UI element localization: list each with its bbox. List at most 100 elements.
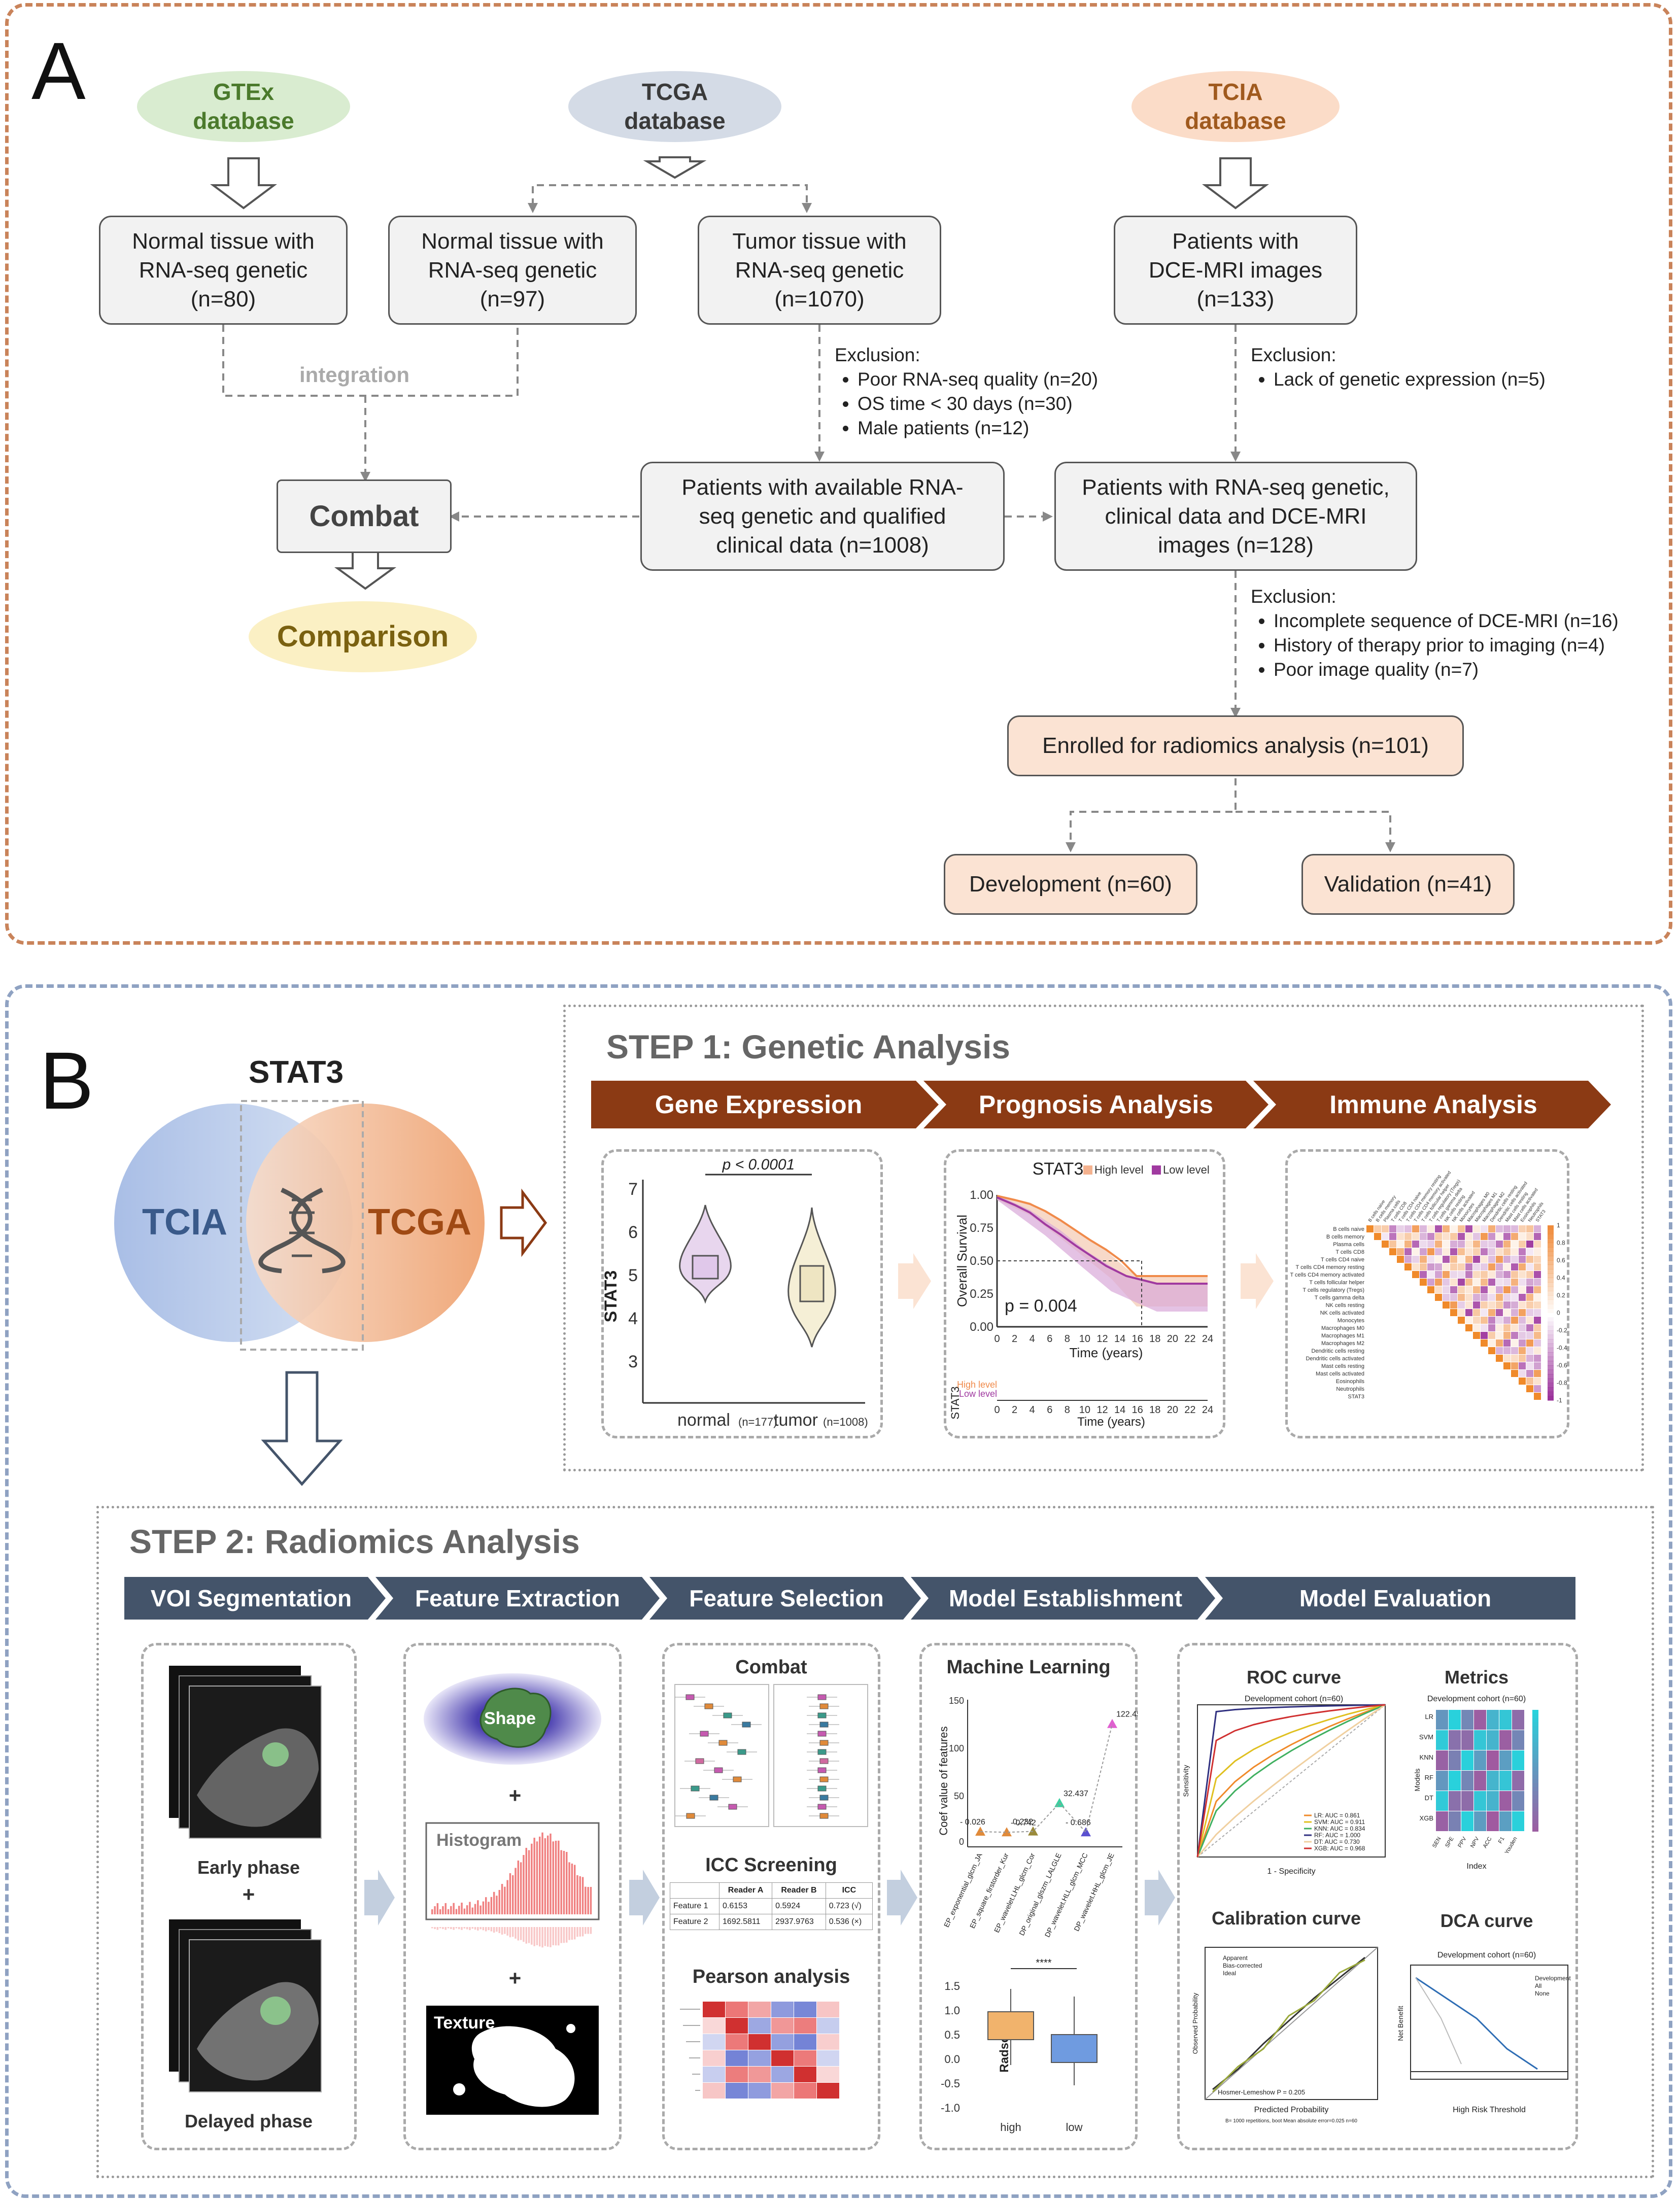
histogram-bar: [450, 1906, 452, 1914]
metrics-cell: [1487, 1791, 1499, 1811]
histogram-bar: [444, 1903, 447, 1914]
metrics-scale-step: [1532, 1824, 1538, 1828]
dca-development: [1415, 1977, 1538, 2070]
corr-scale-step: [1548, 1391, 1554, 1396]
corr-cell: [1503, 1301, 1511, 1309]
corr-cell: [1526, 1355, 1533, 1362]
km-ylabel: Overall Survival: [954, 1215, 970, 1307]
km-ytick: 0.50: [970, 1254, 993, 1268]
corr-cell: [1397, 1241, 1404, 1248]
metrics-scale-step: [1532, 1819, 1538, 1824]
radscore-ytick: 1.0: [944, 2004, 960, 2017]
combat-box: [819, 1776, 829, 1782]
metrics-scale-step: [1532, 1787, 1538, 1791]
corr-cell: [1488, 1233, 1495, 1240]
corr-row-label: T cells gamma delta: [1315, 1295, 1365, 1301]
corr-cell: [1435, 1271, 1442, 1278]
histogram-bar: [523, 1855, 525, 1914]
combat-box: [819, 1722, 829, 1728]
roc-subtitle: Development cohort (n=60): [1245, 1695, 1343, 1703]
corr-cell: [1519, 1279, 1526, 1286]
panel-a-frame: [5, 3, 1672, 945]
histogram-bar: [552, 1841, 554, 1914]
corr-cell: [1488, 1347, 1495, 1354]
exclusion-tcga-title: Exclusion:: [835, 345, 920, 365]
corr-cell: [1443, 1241, 1450, 1248]
pearson-cell: [794, 2034, 816, 2050]
histogram-reflection: [520, 1927, 522, 1940]
violin-ytick: 7: [628, 1180, 638, 1199]
corr-cell: [1450, 1279, 1457, 1286]
histogram-bar: [477, 1900, 479, 1914]
corr-cell: [1519, 1263, 1526, 1270]
corr-scale-step: [1548, 1321, 1554, 1326]
km-xlabel: Time (years): [1070, 1345, 1143, 1360]
ml-coef-line: [980, 1724, 1113, 1834]
metrics-row-label: KNN: [1420, 1753, 1433, 1761]
km-xtick: 14: [1114, 1333, 1125, 1345]
km-frame: [944, 1149, 1225, 1438]
corr-cell: [1488, 1332, 1495, 1339]
metrics-scale-step: [1532, 1738, 1538, 1742]
combat-boxplots: [674, 1684, 868, 1827]
corr-cell: [1503, 1339, 1511, 1347]
corr-cell: [1412, 1256, 1419, 1263]
metrics-cell: [1487, 1710, 1499, 1730]
histogram-reflection: [501, 1927, 503, 1935]
icc-cell: 0.6153: [719, 1898, 773, 1914]
corr-cell: [1503, 1355, 1511, 1362]
metrics-cell: [1449, 1730, 1461, 1750]
corr-cell: [1534, 1355, 1541, 1362]
metrics-cell: [1512, 1750, 1524, 1770]
metrics-cell: [1436, 1730, 1448, 1750]
pearson-cell: [748, 2002, 771, 2017]
ml-coef-label: - 0.026: [960, 1818, 985, 1827]
corr-cell: [1450, 1271, 1457, 1278]
metrics-scale-step: [1532, 1803, 1538, 1807]
metrics-cell: [1487, 1811, 1499, 1831]
violin-ytick: 3: [628, 1352, 638, 1371]
histogram-bar: [442, 1906, 444, 1914]
histogram-reflection: [477, 1927, 479, 1931]
shape-label: Shape: [484, 1709, 536, 1728]
corr-cell: [1443, 1248, 1450, 1255]
corr-cell: [1473, 1317, 1480, 1324]
violin-group-normal: normal: [677, 1411, 730, 1430]
combat-title: Combat: [735, 1657, 807, 1678]
metrics-scale-step: [1532, 1795, 1538, 1799]
roc-curve: [1196, 1704, 1386, 1858]
corr-cell: [1496, 1355, 1503, 1362]
corr-cell: [1511, 1294, 1518, 1301]
km-xtick: 12: [1096, 1333, 1108, 1345]
corr-cell: [1511, 1286, 1518, 1293]
corr-cell: [1389, 1241, 1396, 1248]
histogram-reflection: [590, 1927, 592, 1934]
corr-cell: [1465, 1256, 1472, 1263]
corr-scale-step: [1548, 1339, 1554, 1344]
ml-coef-label: 32.437: [1064, 1790, 1088, 1798]
combat-box: [817, 1731, 827, 1737]
corr-cell: [1397, 1233, 1404, 1240]
corr-row-label: NK cells resting: [1326, 1302, 1364, 1309]
corr-cell: [1427, 1286, 1434, 1293]
corr-row-label: STAT3: [1348, 1394, 1364, 1400]
ml-ytick: 0: [959, 1837, 964, 1847]
corr-scale-step: [1548, 1238, 1554, 1243]
pearson-cell: [748, 2050, 771, 2066]
metrics-col-label: NPV: [1469, 1836, 1481, 1849]
corr-cell: [1450, 1233, 1457, 1240]
corr-cell: [1465, 1294, 1472, 1301]
corr-cell: [1397, 1225, 1404, 1232]
histogram-bar: [482, 1901, 485, 1914]
histogram-reflection: [546, 1927, 549, 1947]
histogram-reflection: [463, 1927, 466, 1929]
ml-coef-point: [1081, 1827, 1091, 1837]
histogram-bar: [566, 1852, 568, 1914]
corr-cell: [1534, 1301, 1541, 1309]
metrics-cell: [1449, 1750, 1461, 1770]
histogram-bar: [528, 1850, 530, 1914]
histogram-reflection: [466, 1927, 468, 1930]
corr-cell: [1503, 1332, 1511, 1339]
corr-cell: [1496, 1225, 1503, 1232]
histogram-reflection: [512, 1927, 514, 1937]
